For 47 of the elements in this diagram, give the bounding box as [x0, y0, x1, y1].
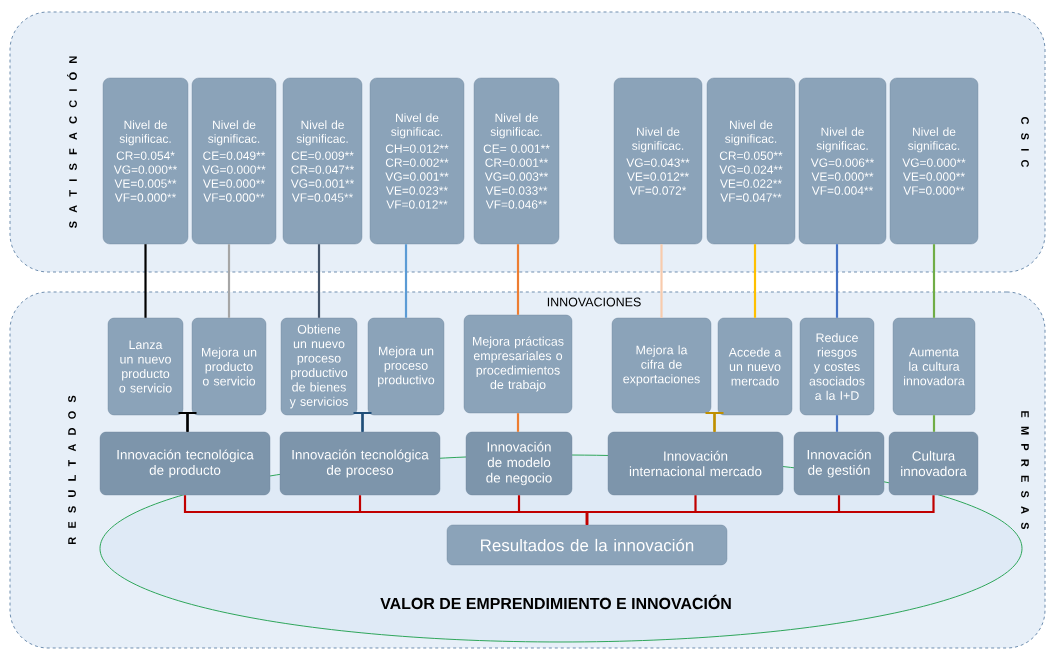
junction-line	[361, 411, 372, 432]
connector-line	[144, 244, 147, 318]
significance-box: Nivel de significac. VG=0.006** VE=0.000** VF=0.004**	[798, 77, 887, 245]
significance-box: Nivel de significac. CE= 0.001** CR=0.001** VG=0.003** VE=0.033** VF=0.046**	[473, 77, 560, 245]
connector-line	[932, 415, 936, 432]
innovation-box: Mejora prácticas empresariales o procedimientos de trabajo	[463, 314, 573, 414]
category-box: Innovación internacional mercado	[607, 431, 784, 496]
connector-line	[516, 244, 520, 315]
vertical-heading: E M P R E S A S	[1021, 411, 1029, 530]
vertical-heading: R E S U L T A D O S	[68, 395, 76, 544]
vertical-heading: S A T I S F A C C I Ó N	[67, 56, 77, 228]
innovation-box: Lanza un nuevo producto o servicio	[107, 317, 184, 416]
significance-box: Nivel de significac. CH=0.012** CR=0.002** VG=0.001** VE=0.023** VF=0.012**	[369, 77, 465, 245]
innovation-box: Mejora la cifra de exportaciones	[611, 317, 712, 414]
category-box: Innovación tecnológica de producto	[99, 431, 271, 496]
significance-box: Nivel de significac. CR=0.054* VG=0.000** VE=0.005** VF=0.000**	[102, 77, 189, 245]
innovation-box: Obtiene un nuevo proceso productivo de bienes y servicios	[280, 317, 358, 416]
innovation-box: Accede a un nuevo mercado	[717, 317, 793, 416]
connector-line	[585, 495, 935, 525]
connector-line	[404, 244, 408, 318]
significance-box: Nivel de significac. VG=0.000** VE=0.000** VF=0.000**	[889, 77, 979, 245]
innovation-box: Aumenta la cultura innovadora	[892, 317, 976, 416]
section-label: INNOVACIONES	[545, 296, 643, 308]
innovation-box: Mejora un proceso productivo	[367, 317, 445, 416]
vertical-heading: C S I C	[1021, 117, 1029, 168]
innovation-box: Reduce riesgos y costes asociados a la I+D	[799, 317, 875, 416]
connector-line	[835, 244, 839, 318]
junction-line	[713, 411, 724, 432]
ellipse-title: VALOR DE EMPRENDIMIENTO E INNOVACIÓN	[380, 594, 731, 610]
connector-line	[227, 244, 231, 318]
connector-line	[835, 415, 839, 432]
significance-box: Nivel de significac. CE=0.009** CR=0.047** VG=0.001** VF=0.045**	[282, 77, 363, 245]
category-box: Cultura innovadora	[888, 431, 979, 496]
connector-line	[932, 244, 936, 318]
category-box: Innovación de gestión	[793, 431, 885, 496]
category-box: Innovación tecnológica de proceso	[279, 431, 441, 496]
connector-line	[516, 413, 520, 432]
significance-box: Nivel de significac. CE=0.049** VG=0.000** VE=0.000** VF=0.000**	[191, 77, 277, 245]
significance-box: Nivel de significac. VG=0.043** VE=0.012** VF=0.072*	[613, 77, 703, 245]
innovation-box: Mejora un producto o servicio	[191, 317, 267, 416]
significance-box: Nivel de significac. CR=0.050** VG=0.024** VE=0.022** VF=0.047**	[706, 77, 796, 245]
junction-line	[186, 411, 197, 432]
connector-line	[753, 244, 757, 318]
result-box: Resultados de la innovación	[446, 524, 728, 566]
category-box: Innovación de modelo de negocio	[465, 431, 573, 496]
connector-line	[660, 244, 663, 318]
connector-line	[317, 244, 321, 318]
